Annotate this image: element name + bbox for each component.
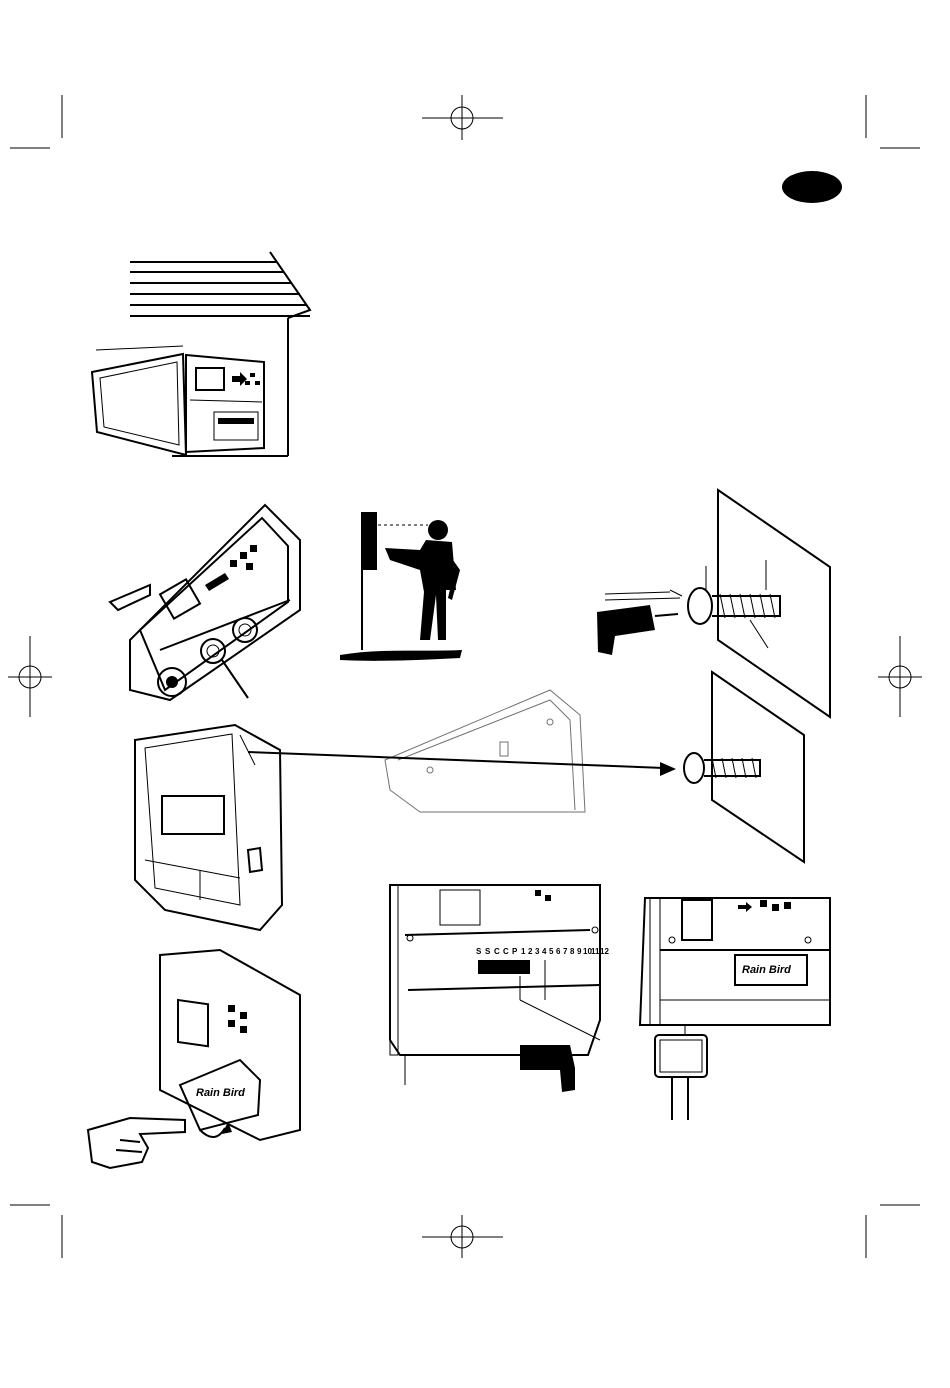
arrow-icon — [248, 752, 664, 768]
registration-mark-top — [422, 95, 503, 140]
knockout-icon — [201, 639, 225, 663]
remove-front-panel-illustration: Rain Bird — [88, 950, 300, 1168]
junction-box-icon — [655, 1035, 707, 1077]
anchor-icon — [605, 590, 682, 600]
hang-controller-illustration — [135, 672, 804, 930]
button-cluster-icon — [228, 1005, 247, 1033]
wall-icon — [363, 512, 377, 570]
person-silhouette-icon — [385, 520, 460, 640]
knockout-icon — [233, 618, 257, 642]
controller-ghost-icon — [385, 690, 585, 812]
knockouts-illustration — [110, 505, 300, 700]
drill-icon — [597, 605, 678, 655]
drill-bottom-hole-illustration: S S C C P 1 2 3 4 5 6 7 8 9 10 11 12 — [390, 885, 609, 1092]
registration-mark-bottom — [422, 1215, 503, 1258]
button-cluster-icon — [230, 545, 257, 570]
wall-plate-icon — [712, 672, 804, 862]
junction-box-illustration: Rain Bird — [640, 898, 830, 1120]
controller-closed-icon — [135, 725, 282, 930]
screw-icon — [684, 753, 760, 783]
pointing-hand-icon — [88, 1118, 185, 1168]
button-cluster-icon — [760, 900, 791, 911]
brand-logo: Rain Bird — [742, 964, 791, 976]
conduit-icon — [672, 1077, 688, 1120]
svg-text:S S C: S S C C P 1 2 3 4 5 6 7 8 9 10 11 12 — [476, 947, 609, 956]
terminal-strip: S S C C P 1 2 3 4 5 6 7 8 9 10 11 12 — [476, 947, 609, 1000]
language-tab — [782, 171, 842, 203]
registration-mark-left — [8, 636, 52, 717]
roof-icon — [130, 252, 310, 456]
registration-mark-right — [878, 636, 922, 717]
drill-icon — [500, 1045, 575, 1092]
controller-open-door-icon — [92, 346, 264, 455]
brand-logo: Rain Bird — [196, 1087, 245, 1099]
wall-plate-icon — [718, 490, 830, 717]
eye-level-height-illustration — [340, 512, 462, 661]
crop-marks — [10, 95, 920, 1258]
screw-and-anchor-illustration — [597, 490, 830, 717]
ground-icon — [340, 650, 462, 661]
screw-icon — [688, 588, 780, 624]
wall-mount-location-illustration — [92, 252, 310, 456]
